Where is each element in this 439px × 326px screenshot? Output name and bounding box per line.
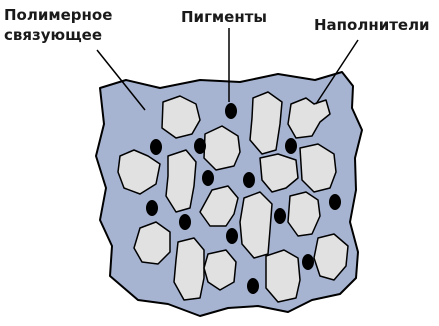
pigments-label: Пигменты [181,8,267,26]
pigment-particle [243,172,255,188]
filler-particle [166,150,196,212]
filler-particle [240,192,272,258]
pigment-particle [247,278,259,294]
filler-particle [266,250,300,302]
pigment-particle [226,228,238,244]
pigment-particle [146,200,158,216]
fillers-label: Наполнители [314,16,430,34]
filler-particle [134,222,170,264]
filler-particle [250,92,282,154]
pigment-particle [285,138,297,154]
binder-label-line-2: связующее [4,26,102,44]
pigment-particle [329,194,341,210]
pigment-particle [302,254,314,270]
pigment-particle [150,139,162,155]
pigment-particle [194,138,206,154]
pigment-particle [225,103,237,119]
binder-label-line-1: Полимерное [4,6,112,24]
pigment-particle [202,170,214,186]
filler-particle [174,238,204,300]
pigment-particle [179,214,191,230]
pigment-particle [274,208,286,224]
